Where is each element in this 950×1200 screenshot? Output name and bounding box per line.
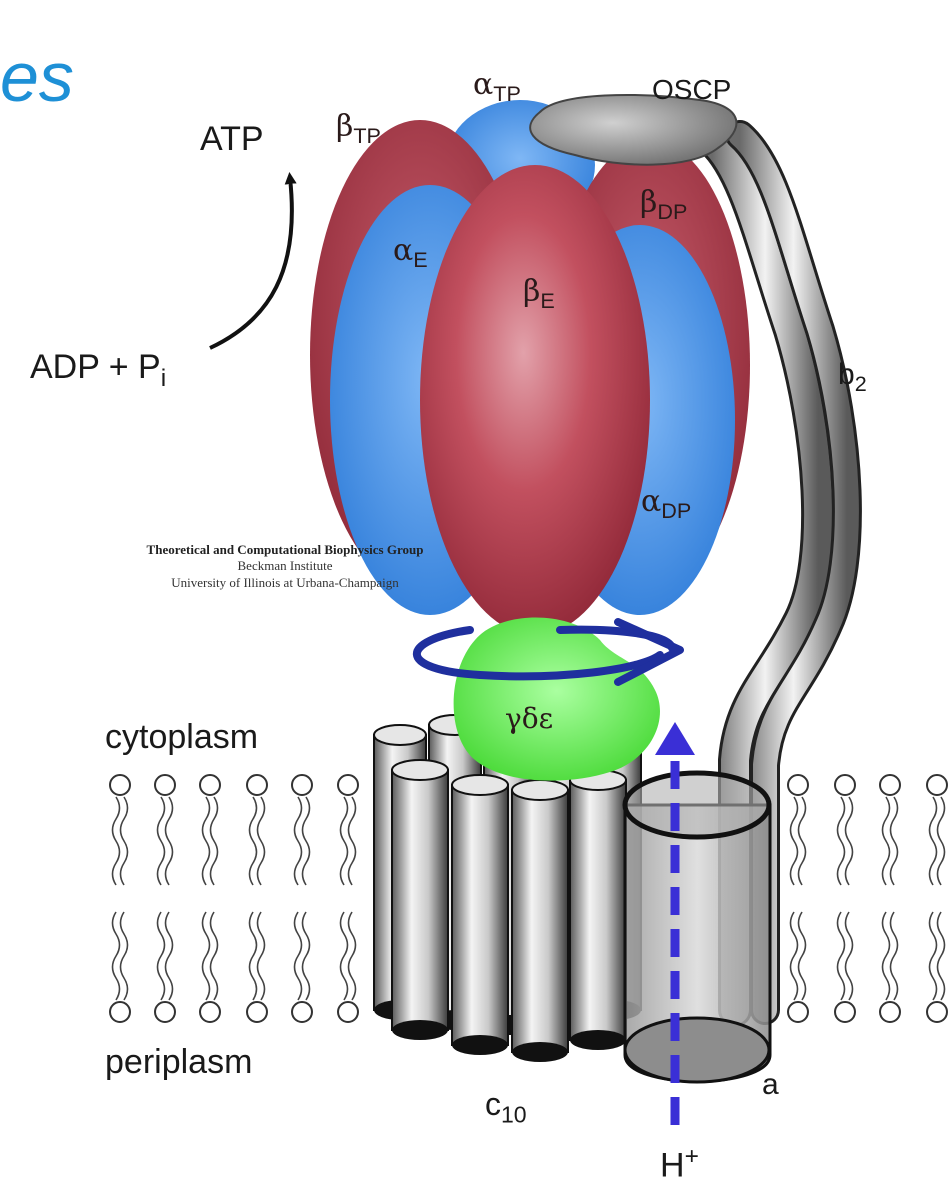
label-periplasm: periplasm — [105, 1043, 253, 1081]
f1-head — [310, 100, 750, 635]
label-beta-dp: βDP — [640, 185, 688, 224]
lipid-bilayer-right — [787, 774, 948, 1023]
synthesis-arrow — [209, 172, 297, 350]
c-subunit-cylinder — [569, 769, 627, 1050]
lipid-bilayer-left — [109, 774, 359, 1023]
label-oscp: OSCP — [652, 74, 732, 105]
lipid-molecule — [926, 774, 948, 1023]
gamma-delta-epsilon-subunit — [453, 617, 660, 781]
corner-title: es — [0, 38, 74, 116]
rotation-arrow — [412, 618, 684, 686]
c-subunit-cylinder — [391, 759, 449, 1040]
lipid-molecule — [199, 774, 221, 1023]
credit-line-2: Beckman Institute — [237, 558, 333, 574]
label-adp-pi: ADP + Pi — [30, 348, 167, 392]
label-alpha-e: αE — [393, 233, 428, 272]
label-proton: H+ — [660, 1143, 699, 1185]
lipid-molecule — [787, 774, 809, 1023]
label-beta-e: βE — [523, 274, 555, 313]
label-a: a — [762, 1068, 779, 1101]
lipid-molecule — [834, 774, 856, 1023]
lipid-molecule — [291, 774, 313, 1023]
beta-e-subunit — [420, 165, 650, 635]
label-atp: ATP — [200, 120, 264, 158]
label-beta-tp: βTP — [336, 109, 381, 148]
c-subunit-cylinder — [451, 774, 509, 1055]
label-alpha-tp: αTP — [473, 67, 521, 106]
label-cytoplasm: cytoplasm — [105, 718, 259, 756]
credit-text: Theoretical and Computational Biophysics… — [75, 542, 495, 591]
lipid-molecule — [109, 774, 131, 1023]
proton-arrow — [655, 722, 695, 1125]
oscp-subunit — [529, 94, 738, 166]
credit-line-1: Theoretical and Computational Biophysics… — [146, 542, 424, 557]
b2-stalk — [695, 120, 862, 1027]
label-gamma-delta-epsilon: γδε — [505, 702, 554, 735]
label-c10: c10 — [485, 1086, 527, 1128]
label-alpha-dp: αDP — [641, 484, 692, 523]
lipid-molecule — [879, 774, 901, 1023]
a-subunit — [622, 770, 772, 1084]
label-b2: b2 — [838, 358, 867, 396]
lipid-molecule — [337, 774, 359, 1023]
credit-line-3: University of Illinois at Urbana-Champai… — [171, 574, 399, 590]
lipid-molecule — [246, 774, 268, 1023]
lipid-molecule — [154, 774, 176, 1023]
c-subunit-cylinder — [511, 779, 569, 1062]
